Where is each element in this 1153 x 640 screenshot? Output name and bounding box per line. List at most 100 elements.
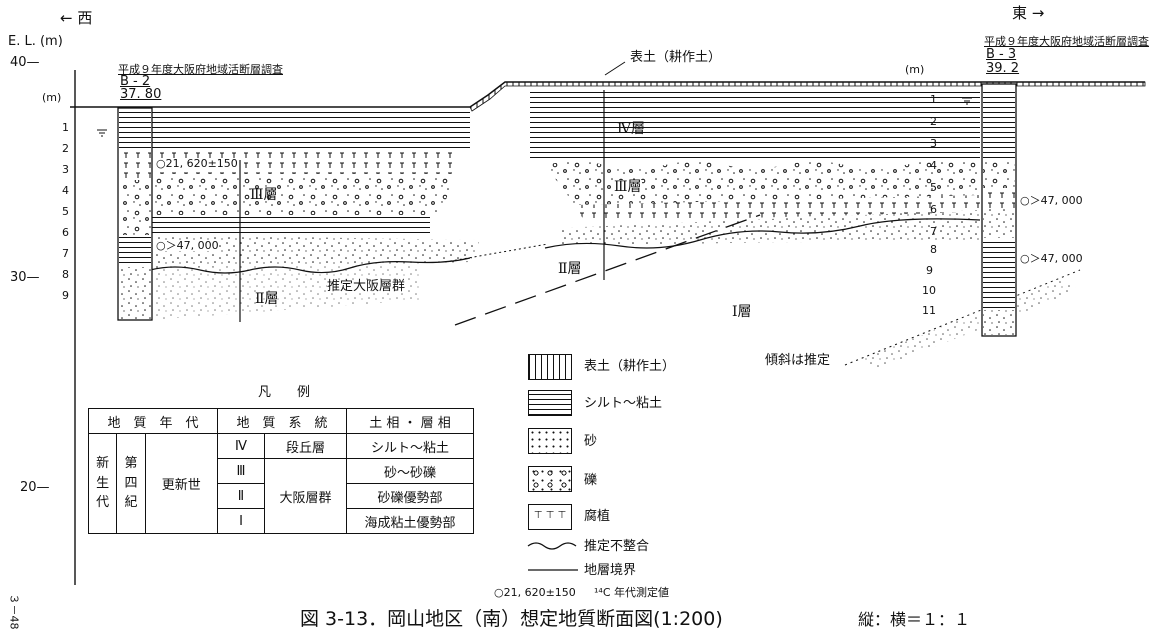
west-osaka-group xyxy=(150,262,420,320)
b3-depth-5: 5 xyxy=(930,181,937,194)
key-unconformity-symbol xyxy=(527,542,577,550)
legend-row: 新生代 第四紀 更新世 Ⅳ 段丘層 シルト～粘土 xyxy=(87,433,474,534)
key-sand-label: 砂 xyxy=(584,434,598,449)
water-table-b2 xyxy=(97,129,107,137)
key-boundary-label: 地層境界 xyxy=(584,563,637,578)
west-sand xyxy=(150,235,480,268)
legend-row: Ⅰ 海成粘土優勢部 xyxy=(89,508,474,534)
b2-depth-7: 7 xyxy=(62,247,69,260)
b3-depth-6: 6 xyxy=(930,203,937,216)
topsoil-band xyxy=(469,81,1146,112)
dip-line-dotted xyxy=(844,269,1081,366)
b2-depth-9: 9 xyxy=(62,289,69,302)
east-gravel-layer3 xyxy=(545,160,980,205)
key-topsoil-swatch xyxy=(528,354,572,380)
label-layer2-east: Ⅱ層 xyxy=(558,261,582,277)
b3-depth-11: 11 xyxy=(922,304,936,317)
label-layer3-east: Ⅲ層 xyxy=(614,179,642,195)
key-topsoil-label: 表土（耕作土） xyxy=(584,359,676,374)
legend-header-system: 地 質 系 統 xyxy=(217,408,347,434)
page-number: ３－48 xyxy=(7,593,21,630)
layer1-boundary-dashed xyxy=(454,214,761,326)
b2-elevation: 37. 80 xyxy=(120,87,162,102)
key-humus-label: 腐植 xyxy=(584,509,611,524)
scale-ratio: 縦：横＝１：１ xyxy=(858,610,971,629)
direction-west: ← 西 xyxy=(60,9,93,27)
b2-depth-8: 8 xyxy=(62,268,69,281)
b2-depth-1: 1 xyxy=(62,121,69,134)
east-silt-layer4 xyxy=(530,90,980,160)
legend-title: 凡 例 xyxy=(258,385,311,400)
key-sand-swatch xyxy=(528,428,572,454)
b3-depth-3: 3 xyxy=(930,137,937,150)
legend-header-age: 地 質 年 代 xyxy=(88,408,218,434)
elevation-tick-20: 20— xyxy=(20,480,50,495)
b2-depth-2: 2 xyxy=(62,142,69,155)
b2-depth-3: 3 xyxy=(62,163,69,176)
label-osaka-group: 推定大阪層群 xyxy=(327,279,406,294)
label-layer2-west: Ⅱ層 xyxy=(255,291,279,307)
legend-period: 第四紀 xyxy=(116,433,146,534)
b3-elevation: 39. 2 xyxy=(986,61,1020,76)
key-c14-label: ¹⁴C 年代測定値 xyxy=(594,586,669,599)
b2-date-1: ○21, 620±150 xyxy=(156,157,238,170)
b3-id: B - 3 xyxy=(986,47,1017,62)
legend-layer-2: Ⅱ xyxy=(217,483,265,509)
dip-sand-band xyxy=(860,280,1080,368)
legend-layer-1: Ⅰ xyxy=(217,508,265,534)
b3-depth-7: 7 xyxy=(930,225,937,238)
west-unconformity xyxy=(149,257,471,274)
legend-row: Ⅱ 砂礫優勢部 xyxy=(89,483,474,509)
label-layer1: Ⅰ層 xyxy=(732,304,752,320)
key-c14-sample: ○21, 620±150 xyxy=(494,586,576,599)
b2-depth-4: 4 xyxy=(62,184,69,197)
legend-facies-4: シルト～粘土 xyxy=(346,433,474,459)
b2-depth-6: 6 xyxy=(62,226,69,239)
legend-system-osaka: 大阪層群 xyxy=(264,458,347,534)
legend-row: Ⅲ 大阪層群 砂～砂礫 xyxy=(89,458,474,534)
direction-east: 東 → xyxy=(1012,4,1045,22)
legend-header-row: 地 質 年 代 地 質 系 統 土 相 ・ 層 相 xyxy=(88,408,474,434)
legend-epoch: 更新世 xyxy=(144,433,219,534)
label-layer3-west: Ⅲ層 xyxy=(250,187,278,203)
b3-depth-8: 8 xyxy=(930,243,937,256)
b3-survey: 平成９年度大阪府地域活断層調査 xyxy=(984,35,1149,48)
b3-depth-9: 9 xyxy=(926,264,933,277)
east-humus xyxy=(575,195,980,222)
key-humus-swatch: ⊤ ⊤ ⊤ xyxy=(528,504,572,530)
legend-table: 地 質 年 代 地 質 系 統 土 相 ・ 層 相 新生代 第四紀 更新世 Ⅳ … xyxy=(87,408,474,534)
b3-depth-1: 1 xyxy=(930,93,937,106)
b2-date-2: ○＞47, 000 xyxy=(156,239,219,252)
legend-facies-1: 海成粘土優勢部 xyxy=(346,508,474,534)
label-topsoil: 表土（耕作土） xyxy=(630,50,722,65)
b2-survey: 平成９年度大阪府地域活断層調査 xyxy=(118,63,283,76)
b3-date-2: ○＞47, 000 xyxy=(1020,252,1083,265)
b3-depth-10: 10 xyxy=(922,284,936,297)
elevation-tick-30: 30— xyxy=(10,270,40,285)
b3-unit: (m) xyxy=(905,63,925,76)
label-dip-note: 傾斜は推定 xyxy=(765,353,831,368)
west-silt-lower xyxy=(150,215,430,233)
elevation-tick-40: 40— xyxy=(10,55,40,70)
west-gravel xyxy=(150,174,455,215)
legend-header-facies: 土 相 ・ 層 相 xyxy=(346,408,474,434)
legend-layer-3: Ⅲ xyxy=(217,458,265,484)
legend-facies-2: 砂礫優勢部 xyxy=(346,483,474,509)
label-layer4: Ⅳ層 xyxy=(617,121,645,137)
key-gravel-swatch xyxy=(528,466,572,492)
b2-unit: (m) xyxy=(42,91,62,104)
key-unconformity-label: 推定不整合 xyxy=(584,539,650,554)
legend-era: 新生代 xyxy=(87,433,118,534)
legend-facies-3: 砂～砂礫 xyxy=(346,458,474,484)
legend-layer-4: Ⅳ xyxy=(217,433,265,459)
legend-system-terrace: 段丘層 xyxy=(264,433,347,459)
east-unconformity xyxy=(544,218,981,249)
east-sand-layer2 xyxy=(560,210,980,245)
elevation-axis-label: E. L. (m) xyxy=(8,34,63,49)
key-silt-clay-swatch xyxy=(528,390,572,416)
topsoil-leader xyxy=(604,61,626,76)
b3-depth-4: 4 xyxy=(930,159,937,172)
b2-depth-5: 5 xyxy=(62,205,69,218)
